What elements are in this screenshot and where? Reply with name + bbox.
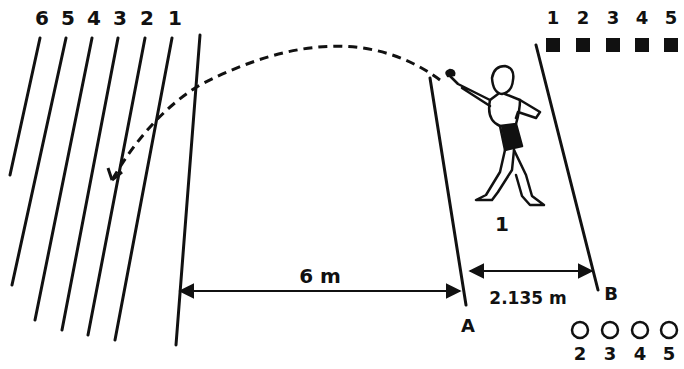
target-lines xyxy=(10,38,172,340)
marker-number: 5 xyxy=(663,345,676,363)
dimension-label: 6 m xyxy=(296,266,344,286)
marker-number: 3 xyxy=(604,345,617,363)
marker-number: 4 xyxy=(634,345,647,363)
marker-number: 2 xyxy=(574,345,587,363)
point-label: A xyxy=(461,317,475,335)
marker-number: 3 xyxy=(607,9,620,27)
thrower-figure xyxy=(446,66,544,205)
dimension-label: 2.135 m xyxy=(486,290,569,307)
line-number: 4 xyxy=(87,8,101,28)
line-number: 1 xyxy=(168,8,182,28)
circle-markers xyxy=(572,322,677,338)
line-number: 3 xyxy=(113,8,127,28)
line-number: 2 xyxy=(140,8,154,28)
field-lines xyxy=(176,35,598,345)
line-number: 6 xyxy=(35,8,49,28)
trajectory-head xyxy=(108,168,122,180)
marker-number: 2 xyxy=(577,9,590,27)
thrower-number: 1 xyxy=(495,214,509,234)
trajectory xyxy=(112,46,440,180)
point-label: B xyxy=(604,285,618,303)
square-markers xyxy=(546,38,678,52)
marker-number: 5 xyxy=(665,9,678,27)
dimension-lines xyxy=(180,271,592,291)
marker-number: 4 xyxy=(636,9,649,27)
shorts xyxy=(501,124,522,150)
marker-number: 1 xyxy=(547,9,560,27)
line-number: 5 xyxy=(61,8,75,28)
